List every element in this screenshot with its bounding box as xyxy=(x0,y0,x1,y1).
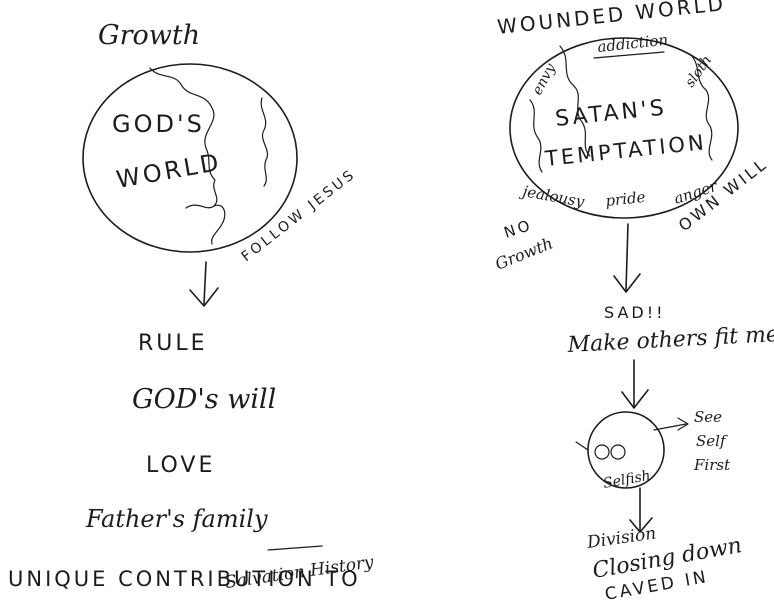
fathers-family-item: Father's family xyxy=(85,505,268,533)
wounded-continent-2 xyxy=(689,53,713,161)
vice-sloth: sloth xyxy=(682,53,715,91)
globe-continent-2 xyxy=(260,97,268,187)
see-label: See xyxy=(694,408,722,426)
gods-label: GOD'S xyxy=(112,110,205,138)
face-right-eye xyxy=(610,444,626,460)
face-ear xyxy=(575,441,589,451)
no-label: NO xyxy=(502,216,535,242)
self-label: Self xyxy=(696,432,728,450)
unique-contribution: UNIQUE CONTRIBUTION TO xyxy=(8,567,361,591)
make-others-label: Make others fit me xyxy=(566,322,774,358)
satans-label: SATAN'S xyxy=(554,95,668,132)
gods-will-item: GOD's will xyxy=(132,384,276,415)
gods-world-globe xyxy=(82,63,298,253)
see-arrow-head xyxy=(677,417,689,431)
wounded-continent-3 xyxy=(529,99,543,173)
right-arrow-1-head xyxy=(613,273,641,293)
sad-label: SAD!! xyxy=(604,303,666,322)
globe-continent-3 xyxy=(185,204,226,245)
wounded-world-globe xyxy=(509,37,739,219)
right-arrow-2-head xyxy=(621,389,649,409)
addiction-underline xyxy=(593,51,665,59)
face-left-eye xyxy=(594,444,610,460)
rule-item: RULE xyxy=(138,331,208,356)
right-title: WOUNDED WORLD xyxy=(496,0,727,39)
world-label: WORLD xyxy=(114,148,223,194)
right-arrow-1-shaft xyxy=(625,223,629,291)
contribution-underline xyxy=(267,545,323,551)
right-arrow-3-head xyxy=(629,517,653,533)
wounded-continent-1 xyxy=(559,45,591,157)
vice-pride: pride xyxy=(605,188,647,210)
globe-continent-1 xyxy=(149,67,218,207)
love-item: LOVE xyxy=(146,453,215,478)
left-title: Growth xyxy=(98,20,200,51)
see-arrow-shaft xyxy=(653,423,687,431)
left-arrow-shaft xyxy=(203,261,207,305)
first-label: First xyxy=(693,456,731,474)
follow-jesus-label: FOLLOW JESUS xyxy=(239,166,360,265)
left-arrow-head xyxy=(189,287,219,307)
growth-neg-label: Growth xyxy=(492,233,555,273)
temptation-label: TEMPTATION xyxy=(543,130,708,171)
vice-envy: envy xyxy=(529,60,559,98)
vice-jealousy: jealousy xyxy=(518,182,586,211)
